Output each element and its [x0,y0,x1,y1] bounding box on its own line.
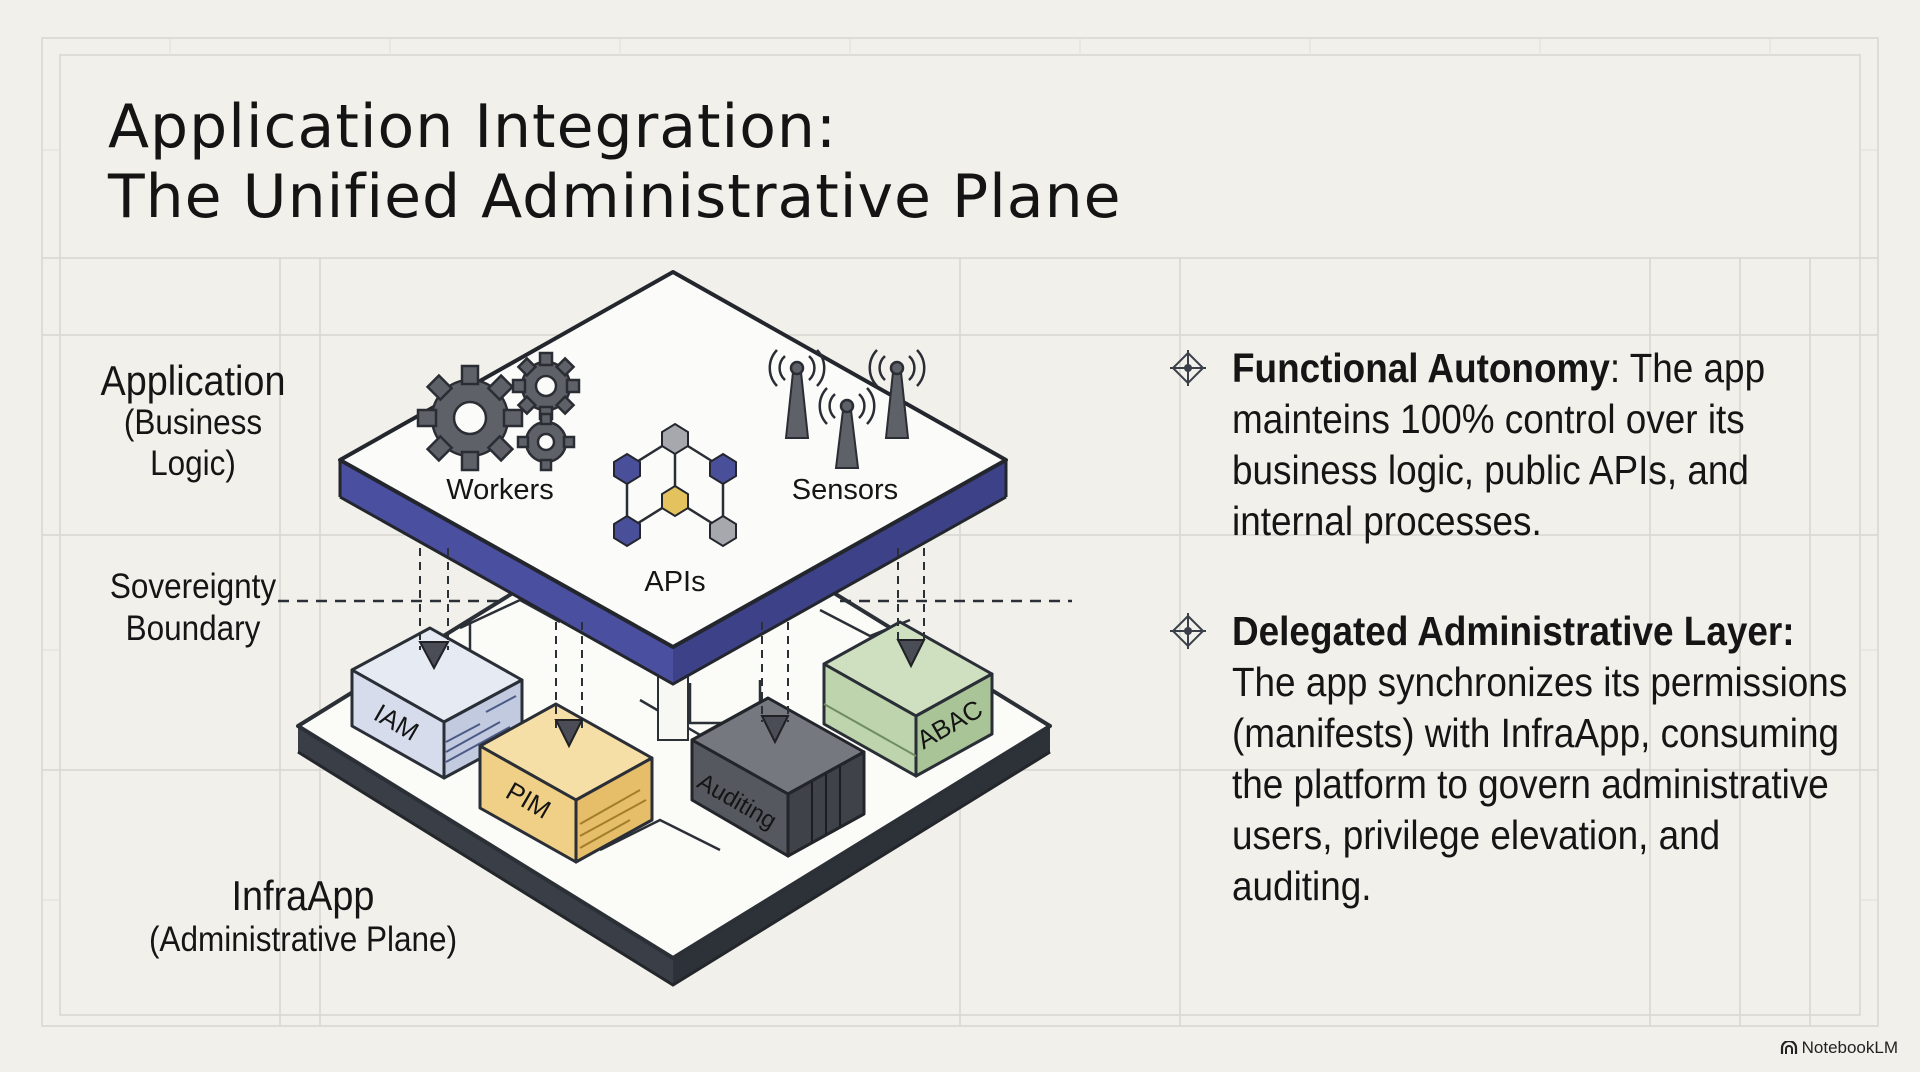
iam-box [350,626,524,780]
page-title-line-2: The Unified Administrative Plane [108,162,1122,232]
sovereignty-label-line-2: Boundary [125,609,261,648]
bullet-2-text: The app synchronizes its permissions (ma… [1232,659,1848,909]
sensors-label: Sensors [792,474,898,506]
bullet-delegated-administrative-layer: Delegated Administrative Layer: The app … [1232,606,1853,912]
infraapp-label-line-2: (Administrative Plane) [148,920,458,959]
notebooklm-branding: NotebookLM [1780,1038,1898,1058]
notebooklm-logo-icon [1780,1041,1797,1054]
apis-label: APIs [644,566,705,598]
application-plate [338,270,1008,686]
application-label-line-1: Application [100,357,286,404]
bullet-functional-autonomy: Functional Autonomy: The app mainteins 1… [1232,343,1853,547]
infraapp-label-line-1: InfraApp [231,872,375,919]
pim-box [478,702,654,864]
sovereignty-boundary-label: Sovereignty Boundary [99,566,288,650]
diamond-target-icon [1170,613,1206,649]
page-title: Application Integration: The Unified Adm… [108,92,1122,232]
bullet-2-head: Delegated Administrative Layer: [1232,608,1795,654]
sovereignty-label-line-1: Sovereignty [109,567,277,606]
page-title-line-1: Application Integration: [108,92,838,162]
workers-label: Workers [446,474,553,506]
bullet-1-text: : The app mainteins 100% control over it… [1232,345,1766,544]
workers-gears-icon [416,351,581,472]
application-label: Application (Business Logic) [90,360,297,484]
diamond-target-icon [1170,350,1206,386]
apis-network-icon [613,422,737,548]
sensors-antenna-icon [768,349,926,469]
application-label-line-3: Logic) [150,444,236,483]
bullet-1-head: Functional Autonomy [1232,345,1610,391]
infraapp-label: InfraApp (Administrative Plane) [138,872,467,960]
auditing-box [690,696,866,858]
notebooklm-label: NotebookLM [1801,1038,1898,1057]
abac-box [822,620,994,778]
application-label-line-2: (Business [123,403,263,442]
